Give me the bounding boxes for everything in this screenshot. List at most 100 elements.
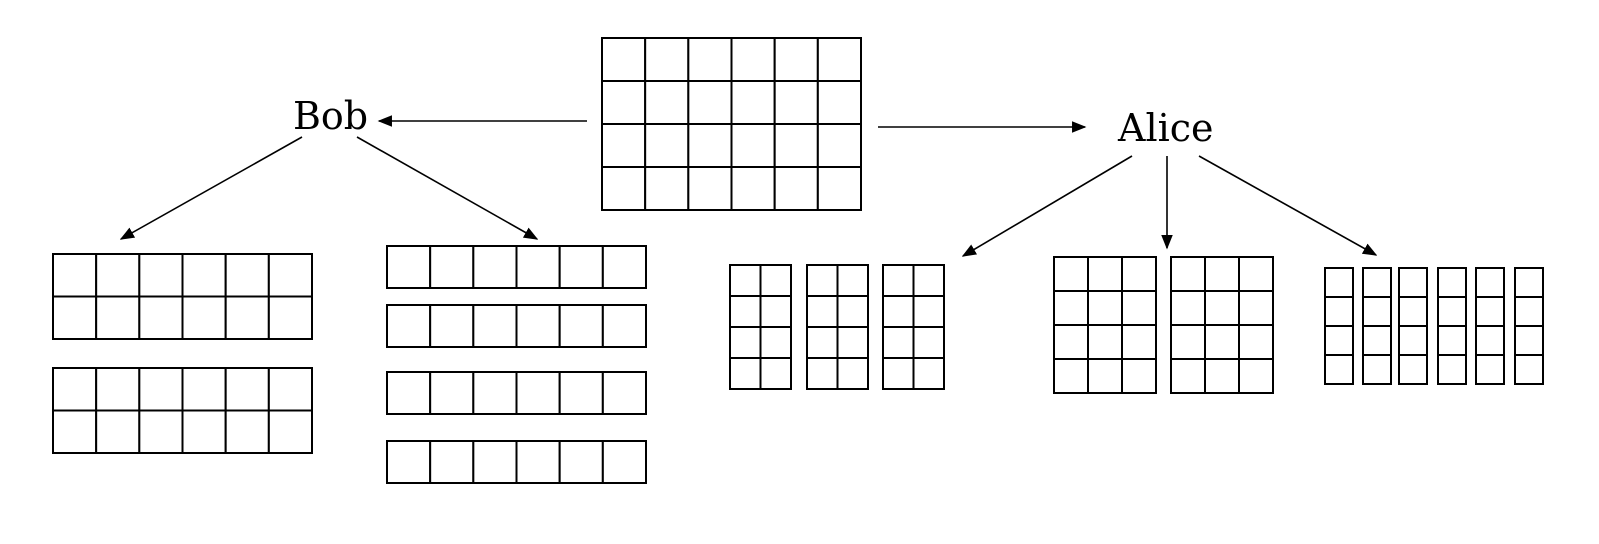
grid-cell bbox=[1362, 296, 1392, 327]
grid-layer bbox=[52, 37, 1544, 484]
grid-cell bbox=[1398, 325, 1428, 356]
grid-cell bbox=[138, 253, 184, 298]
grid-cell bbox=[816, 80, 863, 125]
grid-cell bbox=[1121, 290, 1157, 326]
grid-cell bbox=[1204, 358, 1240, 394]
grid-cell bbox=[558, 245, 604, 289]
alice-option-c-column-4 bbox=[1437, 267, 1467, 385]
grid-cell bbox=[644, 80, 690, 125]
grid-cell bbox=[1087, 358, 1123, 394]
grid-cell bbox=[472, 371, 518, 415]
grid-cell bbox=[558, 304, 604, 348]
grid-cell bbox=[224, 253, 270, 298]
grid-cell bbox=[773, 123, 819, 168]
grid-cell bbox=[1514, 267, 1544, 298]
grid-cell bbox=[773, 37, 819, 82]
grid-cell bbox=[181, 409, 227, 454]
alice-option-c-column-1 bbox=[1324, 267, 1354, 385]
grid-cell bbox=[52, 409, 98, 454]
grid-cell bbox=[1398, 296, 1428, 327]
grid-cell bbox=[806, 326, 839, 359]
grid-cell bbox=[1437, 325, 1467, 356]
grid-cell bbox=[1238, 324, 1274, 360]
grid-cell bbox=[515, 440, 561, 484]
alice-option-a-grid-3 bbox=[882, 264, 945, 390]
grid-cell bbox=[386, 304, 432, 348]
grid-cell bbox=[759, 326, 792, 359]
grid-cell bbox=[687, 37, 733, 82]
grid-cell bbox=[267, 253, 313, 298]
source-grid bbox=[601, 37, 863, 211]
grid-cell bbox=[730, 123, 776, 168]
alice-option-c-column-2 bbox=[1362, 267, 1392, 385]
grid-cell bbox=[1087, 324, 1123, 360]
grid-cell bbox=[1437, 354, 1467, 385]
grid-cell bbox=[1121, 256, 1157, 292]
arrow-alice-to-option-a bbox=[961, 155, 1133, 257]
grid-cell bbox=[1053, 290, 1089, 326]
grid-cell bbox=[687, 123, 733, 168]
grid-cell bbox=[267, 295, 313, 340]
grid-cell bbox=[1238, 358, 1274, 394]
grid-cell bbox=[386, 245, 432, 289]
grid-cell bbox=[52, 253, 98, 298]
grid-cell bbox=[912, 326, 945, 359]
grid-cell bbox=[601, 371, 648, 415]
grid-cell bbox=[1170, 290, 1206, 326]
grid-cell bbox=[882, 264, 915, 297]
grid-cell bbox=[1514, 325, 1544, 356]
grid-cell bbox=[644, 166, 690, 211]
alice-option-a-grid-1 bbox=[729, 264, 792, 390]
grid-cell bbox=[429, 304, 475, 348]
grid-cell bbox=[1204, 290, 1240, 326]
grid-cell bbox=[1204, 324, 1240, 360]
grid-cell bbox=[1121, 324, 1157, 360]
grid-cell bbox=[181, 295, 227, 340]
grid-cell bbox=[759, 357, 792, 390]
grid-cell bbox=[882, 326, 915, 359]
grid-cell bbox=[429, 440, 475, 484]
grid-cell bbox=[181, 367, 227, 412]
grid-cell bbox=[429, 245, 475, 289]
grid-cell bbox=[1475, 325, 1505, 356]
grid-cell bbox=[515, 371, 561, 415]
grid-cell bbox=[1475, 354, 1505, 385]
grid-cell bbox=[1324, 325, 1354, 356]
grid-cell bbox=[52, 367, 98, 412]
grid-cell bbox=[1204, 256, 1240, 292]
grid-cell bbox=[730, 37, 776, 82]
grid-cell bbox=[1324, 267, 1354, 298]
grid-cell bbox=[806, 264, 839, 297]
grid-cell bbox=[429, 371, 475, 415]
grid-cell bbox=[1362, 267, 1392, 298]
grid-cell bbox=[912, 357, 945, 390]
grid-cell bbox=[181, 253, 227, 298]
grid-cell bbox=[138, 295, 184, 340]
grid-cell bbox=[882, 295, 915, 328]
bob-label: Bob bbox=[293, 94, 368, 138]
grid-cell bbox=[806, 295, 839, 328]
grid-cell bbox=[729, 357, 762, 390]
grid-cell bbox=[912, 295, 945, 328]
grid-cell bbox=[836, 326, 869, 359]
grid-cell bbox=[1238, 290, 1274, 326]
grid-cell bbox=[52, 295, 98, 340]
grid-cell bbox=[816, 166, 863, 211]
arrows bbox=[119, 115, 1378, 257]
grid-cell bbox=[224, 367, 270, 412]
grid-cell bbox=[773, 80, 819, 125]
grid-cell bbox=[759, 264, 792, 297]
grid-cell bbox=[138, 409, 184, 454]
bob-option-a-grid-2 bbox=[52, 367, 313, 454]
grid-cell bbox=[730, 166, 776, 211]
alice-option-b-grid-2 bbox=[1170, 256, 1274, 394]
bob-option-b-strip-1 bbox=[386, 245, 648, 289]
grid-cell bbox=[1121, 358, 1157, 394]
grid-cell bbox=[95, 367, 141, 412]
grid-cell bbox=[1437, 296, 1467, 327]
grid-cell bbox=[836, 264, 869, 297]
grid-cell bbox=[386, 440, 432, 484]
bob-option-b-strip-2 bbox=[386, 304, 648, 348]
grid-cell bbox=[816, 37, 863, 82]
